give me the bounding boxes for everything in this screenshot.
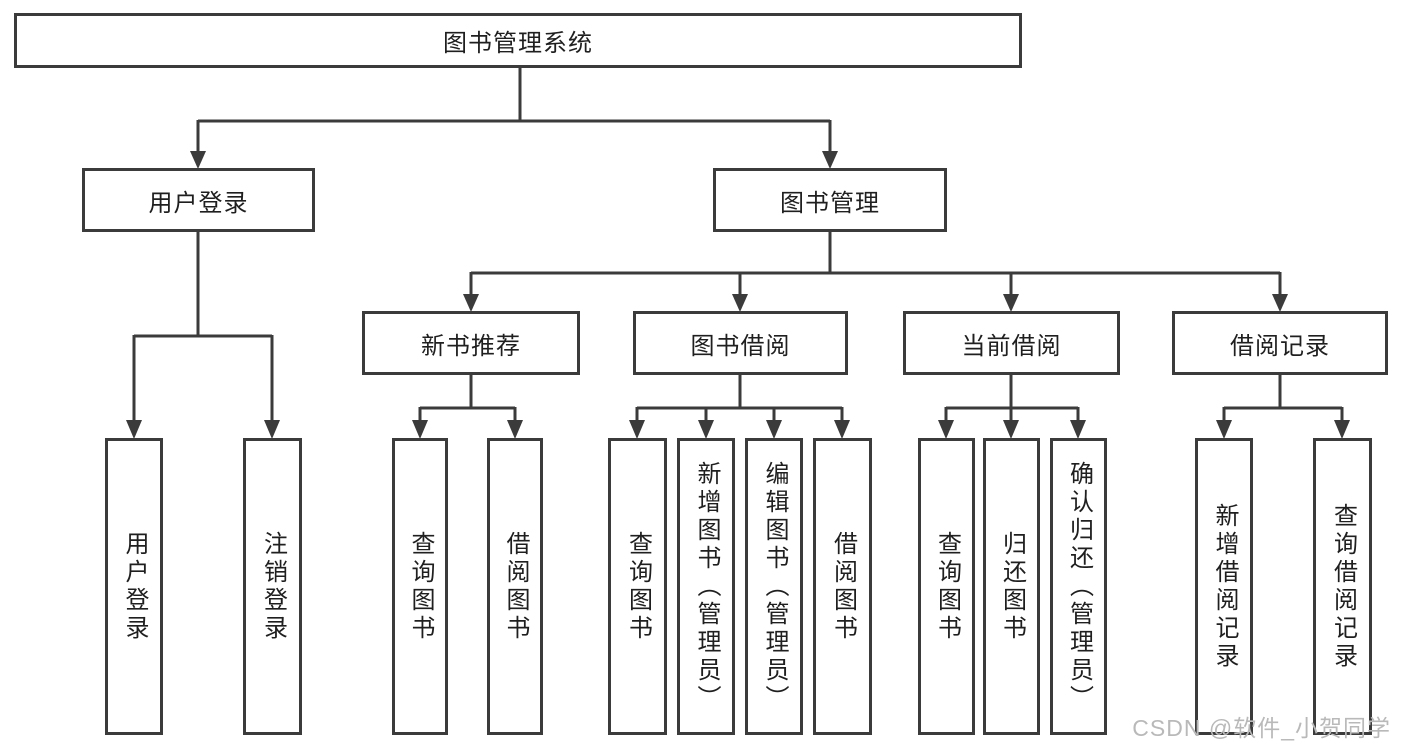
leaf-newbook-borrow-books-label: 借阅图书 — [502, 530, 529, 643]
leaf-newbook-borrow-books: 借阅图书 — [487, 438, 543, 735]
node-book-borrowing: 图书借阅 — [633, 311, 848, 375]
leaf-current-query-books: 查询图书 — [918, 438, 975, 735]
leaf-add-borrow-record-label: 新增借阅记录 — [1211, 502, 1238, 671]
leaf-user-login: 用户登录 — [105, 438, 163, 735]
node-current-borrowing: 当前借阅 — [903, 311, 1120, 375]
leaf-logout-login-label: 注销登录 — [259, 530, 287, 643]
leaf-query-borrow-record: 查询借阅记录 — [1313, 438, 1372, 735]
node-new-book-recommend: 新书推荐 — [362, 311, 580, 375]
leaf-newbook-query-books-label: 查询图书 — [407, 530, 434, 643]
node-library-management-system: 图书管理系统 — [14, 13, 1022, 68]
node-borrowing-records: 借阅记录 — [1172, 311, 1388, 375]
leaf-return-books: 归还图书 — [983, 438, 1040, 735]
leaf-logout-login: 注销登录 — [243, 438, 302, 735]
leaf-newbook-query-books: 查询图书 — [392, 438, 448, 735]
leaf-borrowing-query-books: 查询图书 — [608, 438, 667, 735]
leaf-borrowing-query-books-label: 查询图书 — [624, 530, 652, 643]
leaf-edit-books-admin-label: 编辑图书（管理员） — [761, 460, 788, 713]
leaf-user-login-label: 用户登录 — [121, 530, 148, 643]
leaf-edit-books-admin: 编辑图书（管理员） — [745, 438, 803, 735]
leaf-query-borrow-record-label: 查询借阅记录 — [1329, 502, 1357, 671]
csdn-watermark: CSDN @软件_小贺同学 — [1132, 715, 1391, 741]
leaf-add-books-admin: 新增图书（管理员） — [677, 438, 735, 735]
leaf-current-query-books-label: 查询图书 — [933, 530, 961, 643]
leaf-confirm-return-admin-label: 确认归还（管理员） — [1065, 460, 1093, 713]
leaf-add-borrow-record: 新增借阅记录 — [1195, 438, 1253, 735]
node-user-login: 用户登录 — [82, 168, 315, 232]
leaf-borrowing-borrow-books-label: 借阅图书 — [829, 530, 857, 643]
leaf-borrowing-borrow-books: 借阅图书 — [813, 438, 872, 735]
leaf-confirm-return-admin: 确认归还（管理员） — [1050, 438, 1107, 735]
leaf-return-books-label: 归还图书 — [998, 530, 1026, 643]
leaf-add-books-admin-label: 新增图书（管理员） — [693, 460, 720, 713]
node-book-management: 图书管理 — [713, 168, 947, 232]
